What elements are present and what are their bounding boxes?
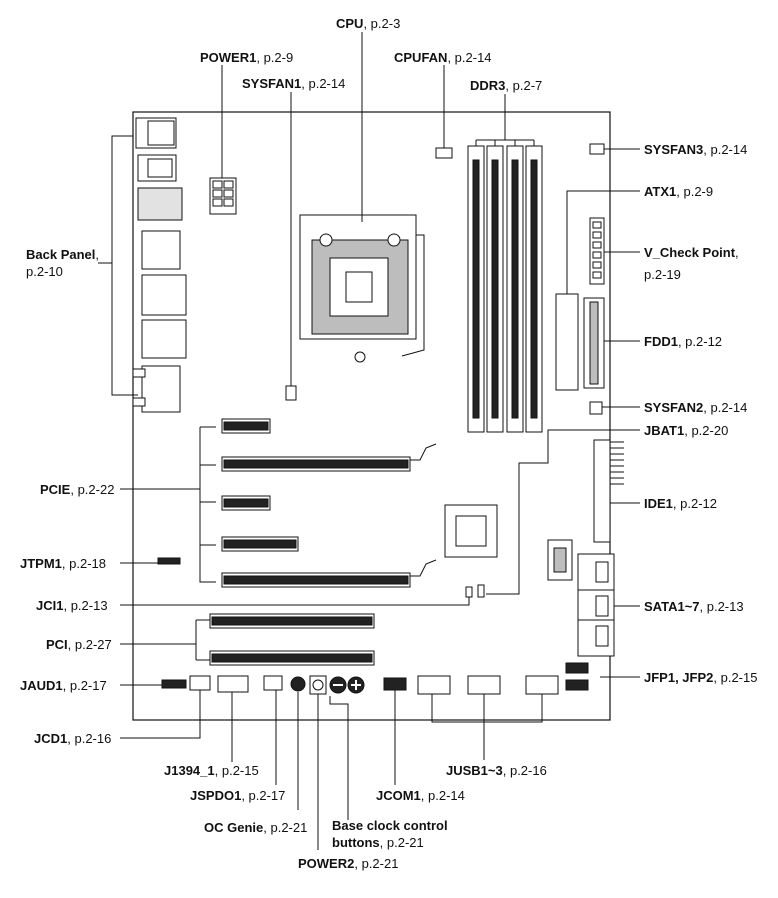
jspdo1-label: JSPDO1, p.2-17 <box>190 788 285 803</box>
jcom1-label: JCOM1, p.2-14 <box>376 788 465 803</box>
sata-label: SATA1~7, p.2-13 <box>644 599 744 614</box>
jbat1-jumper <box>477 584 485 598</box>
jcd1-header <box>189 675 211 691</box>
atx1-connector <box>555 293 579 391</box>
sysfan1-label: SYSFAN1, p.2-14 <box>242 76 345 91</box>
back-panel-connectors <box>132 117 187 413</box>
v-check-label: V_Check Point, <box>644 245 739 260</box>
oc-genie-button <box>290 676 306 692</box>
back-panel-bracket <box>111 135 138 396</box>
atx1-label: ATX1, p.2-9 <box>644 184 713 199</box>
pci-label: PCI, p.2-27 <box>46 637 112 652</box>
base-clock-ref: buttons, p.2-21 <box>332 835 424 850</box>
sysfan3-header <box>589 143 605 155</box>
sysfan3-label: SYSFAN3, p.2-14 <box>644 142 747 157</box>
oc-genie-label: OC Genie, p.2-21 <box>204 820 307 835</box>
jaud1-header <box>161 679 187 689</box>
back-panel-label: Back Panel, <box>26 247 99 262</box>
cpu-label: CPU, p.2-3 <box>336 16 400 31</box>
power2-label: POWER2, p.2-21 <box>298 856 398 871</box>
sysfan1-header <box>285 385 297 401</box>
sysfan2-label: SYSFAN2, p.2-14 <box>644 400 747 415</box>
back-panel-ref: p.2-10 <box>26 264 63 279</box>
ddr3-slots <box>467 145 543 433</box>
jusb1-header <box>417 675 451 695</box>
pcie-label: PCIE, p.2-22 <box>40 482 114 497</box>
jfp-label: JFP1, JFP2, p.2-15 <box>644 670 757 685</box>
power1-connector <box>209 177 237 215</box>
jaud1-label: JAUD1, p.2-17 <box>20 678 107 693</box>
jfp2-header <box>565 662 589 674</box>
pci-slots <box>209 613 375 666</box>
ide1-connector <box>593 439 611 543</box>
jcd1-label: JCD1, p.2-16 <box>34 731 111 746</box>
cpu-socket <box>299 214 425 363</box>
ddr3-label: DDR3, p.2-7 <box>470 78 542 93</box>
jci1-label: JCI1, p.2-13 <box>36 598 108 613</box>
jbat1-label: JBAT1, p.2-20 <box>644 423 728 438</box>
base-clock-label: Base clock control <box>332 818 448 833</box>
jfp1-header <box>565 679 589 691</box>
v-check-points <box>589 217 605 285</box>
power1-label: POWER1, p.2-9 <box>200 50 293 65</box>
j1394-label: J1394_1, p.2-15 <box>164 763 259 778</box>
pcie-slots <box>221 418 437 588</box>
jusb2-header <box>467 675 501 695</box>
ide1-label: IDE1, p.2-12 <box>644 496 717 511</box>
jspdo1-header <box>263 675 283 691</box>
sata-connectors <box>547 539 615 657</box>
fdd1-label: FDD1, p.2-12 <box>644 334 722 349</box>
jusb-label: JUSB1~3, p.2-16 <box>446 763 547 778</box>
jusb3-header <box>525 675 559 695</box>
cpufan-label: CPUFAN, p.2-14 <box>394 50 492 65</box>
jcom1-header <box>383 677 407 691</box>
cpufan-header <box>435 147 453 159</box>
jtpm1-label: JTPM1, p.2-18 <box>20 556 106 571</box>
j1394-header <box>217 675 249 693</box>
jci1-header <box>465 586 473 598</box>
jtpm1-header <box>157 557 181 565</box>
sysfan2-header <box>589 401 603 415</box>
v-check-ref: p.2-19 <box>644 267 681 282</box>
